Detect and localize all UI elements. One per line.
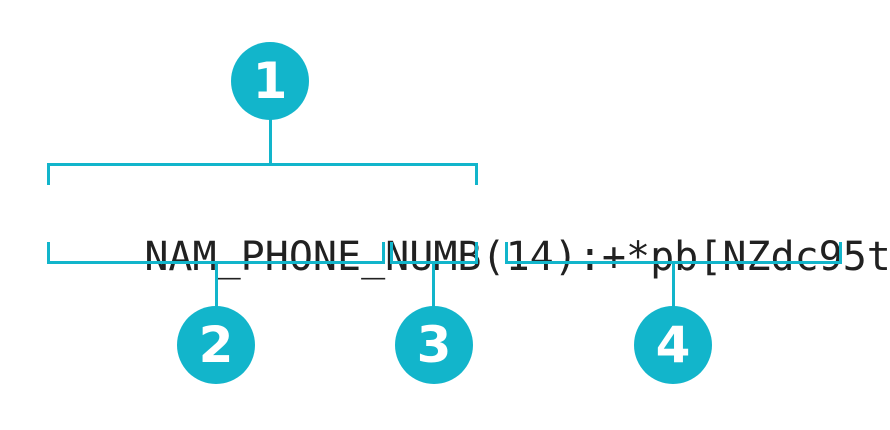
token-separator-text: :	[577, 234, 602, 280]
callout-4-badge: 4	[634, 306, 712, 384]
callout-1-bracket	[47, 163, 478, 185]
callout-2-stem	[215, 263, 218, 307]
callout-3-number: 3	[416, 316, 452, 374]
annotated-token-text: NAM_PHONE_NUMB(14):+*pb[NZdc95tLB	[48, 188, 890, 326]
callout-1-badge: 1	[231, 42, 309, 120]
callout-3-bracket	[390, 242, 478, 264]
callout-2-badge: 2	[177, 306, 255, 384]
callout-4-number: 4	[655, 316, 691, 374]
token-length-text: (14)	[481, 234, 578, 280]
callout-4-bracket	[505, 242, 842, 264]
callout-1-stem	[269, 119, 272, 164]
callout-3-badge: 3	[395, 306, 473, 384]
callout-2-bracket	[47, 242, 385, 264]
callout-3-stem	[432, 263, 435, 307]
callout-2-number: 2	[198, 316, 234, 374]
callout-1-number: 1	[252, 52, 288, 110]
callout-4-stem	[672, 263, 675, 307]
token-name-text: NAM_PHONE_NUMB	[144, 234, 482, 280]
